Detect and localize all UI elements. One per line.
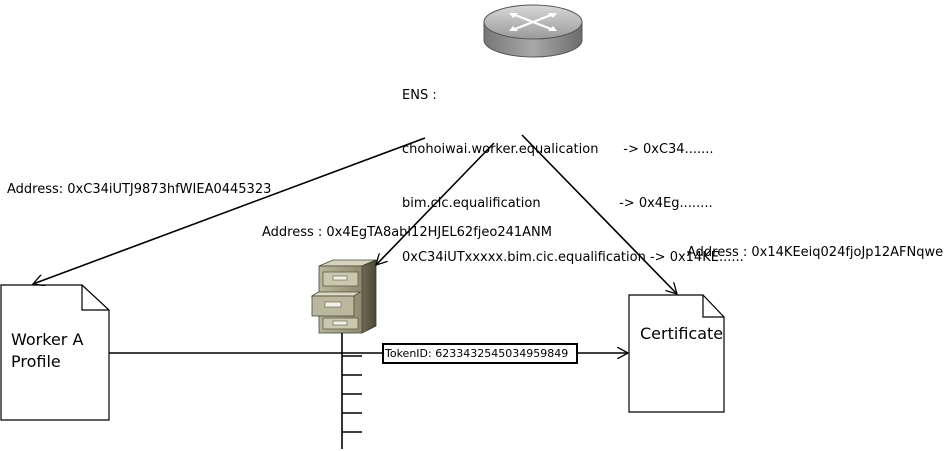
certificate-document-icon — [628, 294, 725, 413]
ens-entry-target: -> 0xC34....... — [623, 142, 714, 157]
ens-entry-target: -> 0x14KE...... — [649, 250, 744, 265]
worker-address-label: Address: 0xC34iUTJ9873hfWIEA0445323 — [7, 182, 272, 197]
ens-entry: bim.cic.equalification -> 0x4Eg........ — [402, 195, 744, 213]
ens-entry-spacer — [541, 196, 620, 211]
ens-entry-spacer — [598, 142, 623, 157]
file-cabinet-icon — [310, 259, 377, 334]
ens-title: ENS : — [402, 88, 437, 103]
ens-entry-target: -> 0x4Eg........ — [619, 196, 713, 211]
token-id-label: TokenID: 6233432545034959849 — [385, 347, 569, 360]
cabinet-address-label: Address : 0x4EgTA8abl12HJEL62fjeo241ANM — [262, 225, 552, 240]
certificate-title: Certificate — [640, 324, 724, 343]
router-icon — [483, 4, 583, 58]
certificate-address-label: Address : 0x14KEeiq024fjoJp12AFNqwe — [687, 245, 944, 260]
worker-profile-title: Worker A Profile — [11, 329, 83, 373]
ens-mapping-block: ENS : chohoiwai.worker.equalication -> 0… — [402, 51, 744, 285]
worker-profile-line: Profile — [11, 352, 61, 371]
ledger-line — [341, 333, 362, 449]
ens-entry: 0xC34iUTxxxxx.bim.cic.equalification -> … — [402, 249, 744, 267]
worker-profile-line: Worker A — [11, 330, 84, 349]
ens-to-worker-arrow — [33, 137, 426, 284]
ens-to-cabinet-arrow — [376, 142, 495, 265]
worker-profile-document-icon — [0, 284, 110, 421]
ens-entry-name: 0xC34iUTxxxxx.bim.cic.equalification — [402, 250, 646, 265]
ens-entry-name: bim.cic.equalification — [402, 196, 541, 211]
ens-entry-name: chohoiwai.worker.equalication — [402, 142, 599, 157]
token-id-box: TokenID: 6233432545034959849 — [382, 343, 578, 364]
ens-to-certificate-arrow — [521, 134, 677, 294]
ens-entry: chohoiwai.worker.equalication -> 0xC34..… — [402, 141, 744, 159]
